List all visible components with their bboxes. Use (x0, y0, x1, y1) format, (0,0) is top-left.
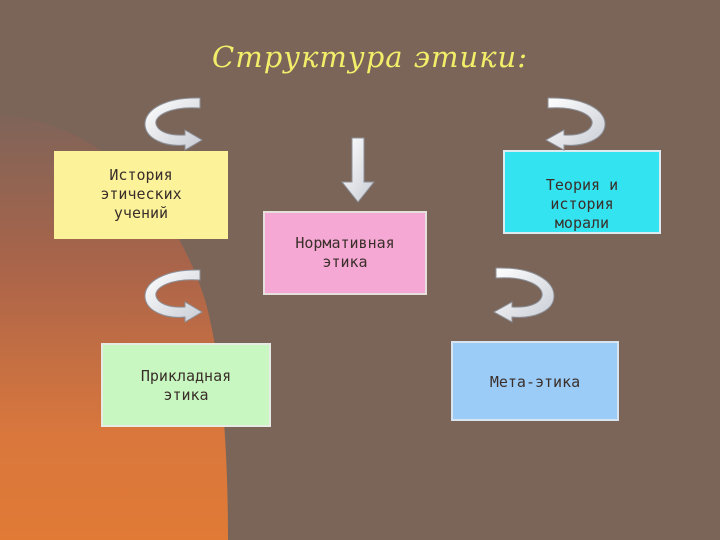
node-history-label: История этических учений (100, 166, 182, 222)
curved-arrow-icon (492, 267, 555, 323)
down-arrow-icon (340, 137, 376, 203)
curved-arrow-icon (544, 97, 606, 151)
node-history-of-ethical-teachings: История этических учений (54, 151, 228, 239)
node-theory-label: Теория и история морали (545, 176, 619, 232)
curved-arrow-icon (144, 269, 203, 323)
curved-arrow-icon (144, 97, 203, 151)
node-applied-ethics: Прикладная этика (101, 343, 271, 427)
node-normative-label: Нормативная этика (295, 234, 395, 271)
node-meta-ethics: Мета-этика (451, 341, 619, 421)
slide-title: Структура этики: (212, 40, 528, 74)
node-meta-label: Мета-этика (489, 373, 581, 391)
node-normative-ethics: Нормативная этика (263, 211, 427, 295)
node-applied-label: Прикладная этика (140, 367, 232, 404)
node-theory-and-history-of-morality: Теория и история морали (503, 150, 661, 234)
